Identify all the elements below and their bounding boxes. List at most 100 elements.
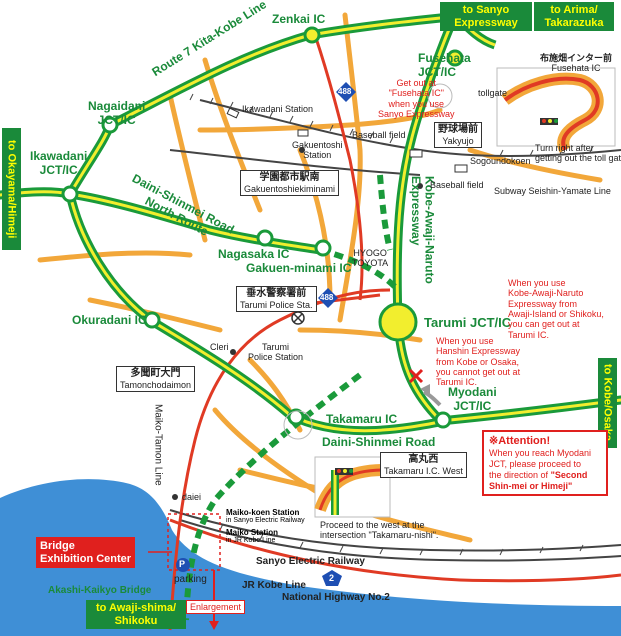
okuradani-ic-marker xyxy=(143,311,161,329)
myodani-ic-marker xyxy=(434,411,452,429)
tarumi-ps-2: Police Station xyxy=(248,352,304,363)
exit-kobe-label: to Kobe/Osaka xyxy=(601,364,614,442)
kan-note-4: Awaji-Island or Shikoku, xyxy=(508,309,604,320)
exit-arima-takarazuka: to Arima/Takarazuka xyxy=(534,2,614,32)
parking-p: P xyxy=(179,559,186,569)
attention-3-row: the direction of "Second xyxy=(489,470,601,481)
ic-markers xyxy=(61,26,464,429)
exit-sanyo-label: to Sanyo Expressway xyxy=(454,4,518,29)
getout-4: Sanyo Expressway xyxy=(378,109,455,120)
enlargement-tag: Enlargement xyxy=(186,600,246,615)
label-jr-kobe-line: JR Kobe Line xyxy=(242,580,306,591)
fusehata-inset-jp: 布施畑インター前 xyxy=(540,53,613,63)
label-cleri: Cleri xyxy=(210,342,229,352)
label-kan-2: Expressway xyxy=(408,176,423,246)
label-okuradani-ic: Okuradani IC xyxy=(72,313,147,327)
label-gakuentoshi-1: Gakuentoshi xyxy=(292,140,343,150)
getout-1: Get out at xyxy=(396,78,437,88)
takamaru-jp: 高丸西 xyxy=(408,454,439,465)
label-fusehata-1: Fusehata xyxy=(418,51,471,65)
kan-note-3: Expressway from xyxy=(508,298,578,309)
label-ikawadani-1: Ikawadani xyxy=(30,149,88,163)
route-488-b: 488 xyxy=(320,293,334,302)
han-note-1: When you use xyxy=(436,336,494,346)
label-national-highway-2: National Highway No.2 xyxy=(282,592,390,603)
exit-arima-line2: Takarazuka xyxy=(544,16,604,29)
route-2: 2 xyxy=(329,573,335,583)
bridge-center-2: Exhibition Center xyxy=(40,552,132,565)
label-myodani-2: JCT/IC xyxy=(453,398,492,413)
label-takamaru-ic: Takamaru IC xyxy=(326,412,398,426)
label-baseball-field-1: Baseball field xyxy=(352,130,406,140)
maiko-2: in JR Kobe Line xyxy=(226,537,276,545)
han-note-5: Tarumi IC. xyxy=(436,377,478,388)
planned-routes xyxy=(183,174,401,621)
exit-kobe-osaka: to Kobe/Osaka xyxy=(598,358,617,448)
tarumi-police-en: Tarumi Police Sta. xyxy=(240,299,313,310)
attention-title: ※Attention! xyxy=(489,435,551,447)
han-note-2: Hanshin Expressway xyxy=(436,346,521,357)
label-nagaidani-1: Nagaidani xyxy=(88,99,146,113)
han-note-4: you cannot get out at xyxy=(436,367,521,378)
maiko-koen-1: Maiko-koen Station xyxy=(226,508,300,517)
attention-4: "Second xyxy=(550,469,588,480)
han-note-3: from Kobe or Osaka, xyxy=(436,356,520,367)
tarumi-police-jp: 垂水警察署前 xyxy=(246,288,307,299)
label-sogoundokoen: Sogoundokoen xyxy=(470,156,531,166)
exit-okayama-label: to Okayama/Himeji xyxy=(5,139,18,239)
gakuen-en: Gakuentoshiekiminami xyxy=(244,183,336,194)
kan-note-6: Tarumi IC. xyxy=(508,329,550,340)
label-nagasaka-ic: Nagasaka IC xyxy=(218,247,290,261)
tamon-en: Tamonchodaimon xyxy=(120,379,192,390)
exit-okayama-himeji: to Okayama/Himeji xyxy=(2,128,21,250)
local-roads xyxy=(37,12,603,543)
label-subway: Subway Seishin-Yamate Line xyxy=(494,186,611,196)
yakyujo-jp: 野球場前 xyxy=(438,124,478,135)
tarumi-ic-marker xyxy=(378,302,418,342)
tarumi-ps-1: Tarumi xyxy=(262,342,290,352)
label-akashi-bridge: Akashi-Kaikyo Bridge xyxy=(48,585,152,596)
label-fusehata-2: JCT/IC xyxy=(418,64,457,79)
route-shields xyxy=(318,82,356,586)
takamaru-ic-marker xyxy=(287,408,305,426)
exit-awaji-shikoku: to Awaji-shima/Shikoku xyxy=(86,600,186,630)
label-myodani-1: Myodani xyxy=(448,385,497,399)
fusehata-inset-en: Fusehata IC xyxy=(551,63,601,74)
ikawadani-ic-marker xyxy=(61,185,79,203)
label-nagaidani-2: JCT/IC xyxy=(97,112,136,127)
hyogo-2: TOYOTA xyxy=(352,258,389,269)
turn-right-2: getting out the toll gate xyxy=(535,153,621,164)
sea xyxy=(0,479,621,636)
label-baseball-field-2: Baseball field xyxy=(430,180,484,190)
no-exit-mark xyxy=(408,368,424,384)
label-gakuen-ic: Gakuen-minami IC xyxy=(246,261,352,275)
attention-5: Shin-mei or Himeji" xyxy=(489,480,573,491)
exit-arima-line1: to Arima/ xyxy=(550,4,598,16)
route-488-a: 488 xyxy=(338,87,352,96)
maiko-1: Maiko Station xyxy=(226,528,279,537)
kan-note-2: Kobe-Awaji-Naruto xyxy=(508,288,584,299)
getout-2: "Fusehata IC" xyxy=(388,88,444,99)
label-parking: parking xyxy=(174,574,207,585)
label-sanyo-electric-railway: Sanyo Electric Railway xyxy=(256,556,365,567)
